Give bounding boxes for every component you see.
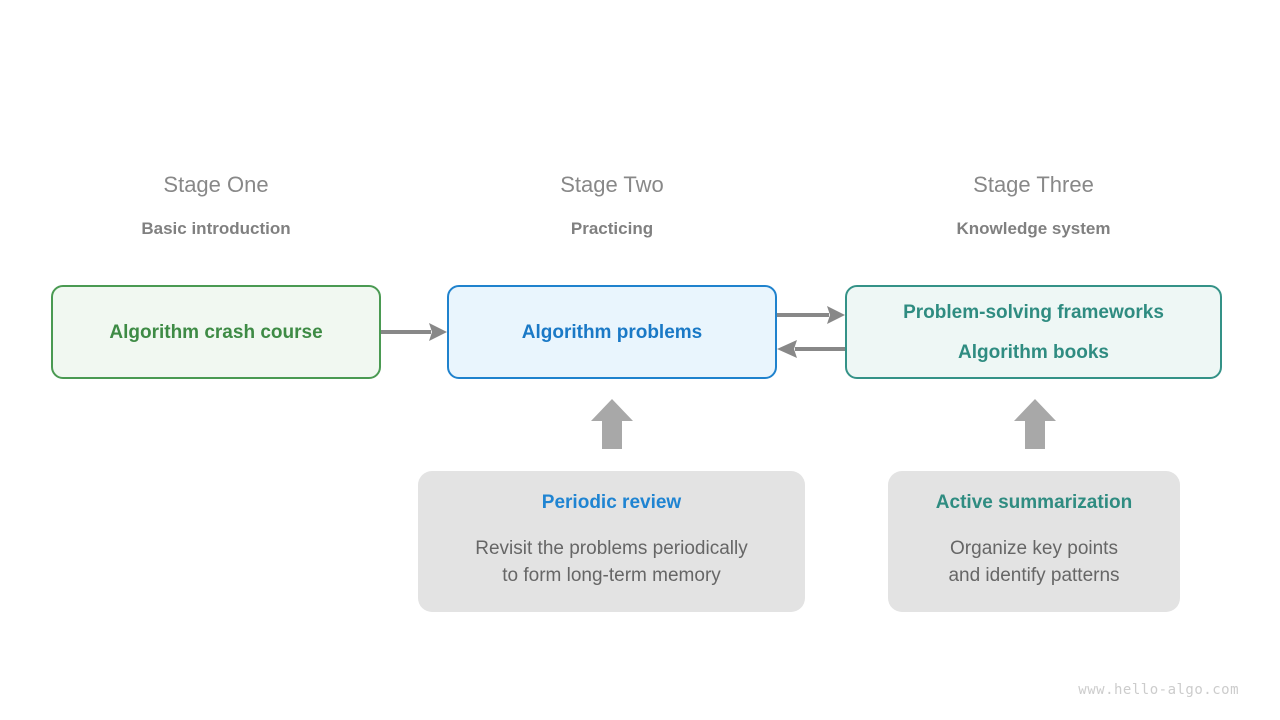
stage-two-subtitle: Practicing	[570, 219, 654, 238]
arrow-problems-to-frameworks-icon	[777, 306, 845, 324]
stage-header-three: Stage Three Knowledge system	[845, 172, 1222, 238]
callout-periodic-review[interactable]: Periodic review Revisit the problems per…	[418, 471, 805, 612]
node-algorithm-crash-course[interactable]: Algorithm crash course	[51, 285, 381, 379]
node-algorithm-problems[interactable]: Algorithm problems	[447, 285, 777, 379]
callout-summary-body-line2: and identify patterns	[948, 565, 1120, 586]
node-frameworks-label-line2: Algorithm books	[958, 341, 1109, 363]
node-problem-solving-frameworks[interactable]: Problem-solving frameworks Algorithm boo…	[845, 285, 1222, 379]
node-frameworks-label-line1: Problem-solving frameworks	[903, 301, 1164, 323]
stage-two-title: Stage Two	[560, 172, 664, 197]
callout-active-summarization[interactable]: Active summarization Organize key points…	[888, 471, 1180, 612]
watermark-url: www.hello-algo.com	[1078, 682, 1239, 698]
callout-review-title: Periodic review	[541, 492, 682, 514]
node-problems-label-line1: Algorithm problems	[521, 321, 703, 343]
node-crash-label-line1: Algorithm crash course	[109, 321, 323, 343]
stage-three-subtitle: Knowledge system	[956, 219, 1111, 238]
arrow-crash-to-problems-icon	[381, 323, 447, 341]
arrow-frameworks-to-problems-icon	[777, 340, 845, 358]
arrow-summary-to-frameworks-icon	[1014, 399, 1056, 449]
stage-header-one: Stage One Basic introduction	[51, 172, 381, 238]
stage-three-title: Stage Three	[973, 172, 1094, 197]
callout-review-body-line1: Revisit the problems periodically	[475, 538, 748, 560]
callout-summary-title: Active summarization	[935, 492, 1133, 514]
callout-summary-body: Organize key points and identify pattern…	[948, 536, 1119, 590]
stage-one-subtitle: Basic introduction	[141, 219, 291, 238]
callout-review-body-line2: to form long-term memory	[502, 565, 721, 586]
arrow-review-to-problems-icon	[591, 399, 633, 449]
stage-header-two: Stage Two Practicing	[447, 172, 777, 238]
stage-one-title: Stage One	[163, 172, 269, 197]
callout-review-body: Revisit the problems periodically to for…	[475, 536, 747, 590]
callout-summary-body-line1: Organize key points	[950, 538, 1118, 560]
